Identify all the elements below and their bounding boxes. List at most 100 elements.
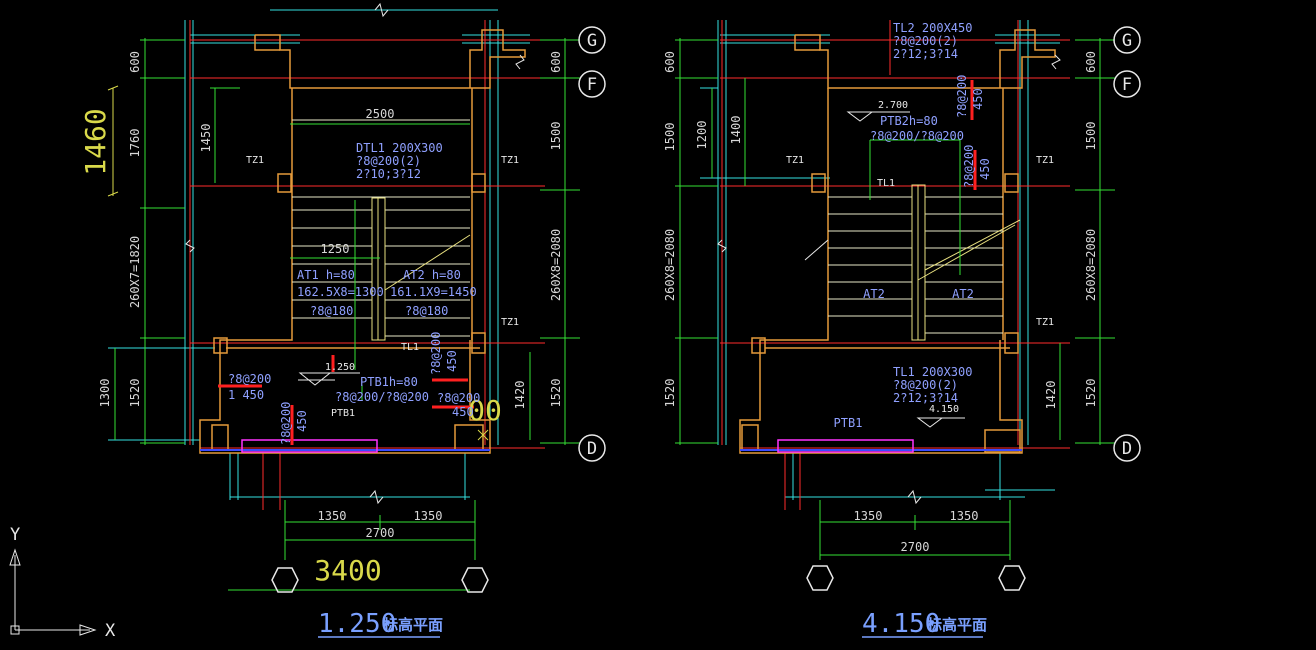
- right-axis-d-label: D: [1122, 439, 1132, 459]
- right-ptb1-label: PTB1: [834, 416, 863, 430]
- left-wall-lines: [108, 9, 530, 500]
- left-dim-bottom-1350a: 1350: [318, 509, 347, 523]
- left-elev-symbols: [298, 372, 360, 386]
- left-title-text: 标高平面: [382, 616, 443, 634]
- left-ptb-beam: [200, 439, 490, 453]
- right-rebar-top-2: 450: [971, 88, 985, 110]
- right-stair-treads: [828, 196, 1003, 334]
- right-elev-2700: 2.700: [878, 100, 908, 111]
- right-rebar-marks: [970, 80, 977, 190]
- left-rdim-600: 600: [549, 51, 563, 73]
- left-axis-bubbles: [578, 26, 606, 462]
- left-rebar-bottom-1: ?8@200: [279, 402, 293, 445]
- left-rebar-marks: [218, 355, 474, 445]
- left-yellow-marks: [107, 85, 489, 441]
- left-dim-1760: 1760: [128, 129, 142, 158]
- left-dim-2500: 2500: [366, 107, 395, 121]
- left-ptb1-line2: ?8@200/?8@200: [335, 390, 429, 404]
- left-rebar-mid-1: ?8@200: [429, 332, 443, 375]
- right-tl2-line1: TL2 200X450: [893, 21, 972, 35]
- right-tl2-line2: ?8@200(2): [893, 34, 958, 48]
- right-ptb2-line1: PTB2h=80: [880, 114, 938, 128]
- right-ptb2-line2: ?8@200/?8@200: [870, 129, 964, 143]
- right-dim-bottom-1350a: 1350: [854, 509, 883, 523]
- left-tz1-a: TZ1: [246, 155, 264, 166]
- right-axis-bubbles: [1113, 26, 1141, 462]
- left-rdim-1520: 1520: [549, 379, 563, 408]
- right-tl1-line2: ?8@200(2): [893, 378, 958, 392]
- right-dim-bottom-2700: 2700: [901, 540, 930, 554]
- left-rebar-left-2: 1 450: [228, 388, 264, 402]
- left-stray-00: 00: [468, 394, 502, 427]
- right-rdim-600: 600: [1084, 51, 1098, 73]
- left-break-marks: [185, 2, 525, 505]
- left-stair-treads: [292, 119, 470, 337]
- left-dtl1-line2: ?8@200(2): [356, 154, 421, 168]
- left-rdim-1420: 1420: [513, 381, 527, 410]
- right-axis-lines: [720, 20, 1070, 510]
- right-dim-600: 600: [663, 51, 677, 73]
- right-dim-2080: 260X8=2080: [663, 229, 677, 301]
- left-dim-1450: 1450: [199, 124, 213, 153]
- right-tl1-line3: 2?12;3?14: [893, 391, 958, 405]
- right-tz1-b: TZ1: [1036, 155, 1054, 166]
- left-dim-lines: [114, 38, 580, 591]
- right-rdim-1520: 1520: [1084, 379, 1098, 408]
- right-rebar-mid-1: ?8@200: [962, 145, 976, 188]
- ucs-y-label: Y: [10, 525, 20, 545]
- right-tz1-a: TZ1: [786, 155, 804, 166]
- left-at1-line1: AT1 h=80: [297, 268, 355, 282]
- left-dim-1460: 1460: [79, 108, 112, 175]
- left-axis-d-label: D: [587, 439, 597, 459]
- right-column-symbols: [806, 565, 1026, 591]
- left-ptb1-label: PTB1: [331, 408, 355, 419]
- right-axis-f-label: F: [1122, 75, 1132, 95]
- right-break-marks: [717, 54, 1061, 505]
- right-plan: [675, 20, 1141, 591]
- ucs-x-label: X: [105, 621, 116, 641]
- left-plan: [107, 2, 606, 593]
- left-dim-bottom-2700: 2700: [366, 526, 395, 540]
- left-rebar-right-1: ?8@200: [437, 391, 480, 405]
- right-at2-left: AT2: [863, 287, 885, 301]
- right-ptb-beam: [740, 439, 1022, 453]
- left-at2-line2: 161.1X9=1450: [390, 285, 477, 299]
- left-ptb1-line1: PTB1h=80: [360, 375, 418, 389]
- right-rdim-2080: 260X8=2080: [1084, 229, 1098, 301]
- left-dim-bottom-1350b: 1350: [414, 509, 443, 523]
- left-axis-g-label: G: [587, 31, 597, 51]
- right-dim-1520: 1520: [663, 379, 677, 408]
- left-dtl1-line1: DTL1 200X300: [356, 141, 443, 155]
- right-dim-bottom-1350b: 1350: [950, 509, 979, 523]
- right-axis-g-label: G: [1122, 31, 1132, 51]
- left-at1-line3: ?8@180: [310, 304, 353, 318]
- right-tl1-top: TL1: [877, 178, 895, 189]
- left-dim-3400: 3400: [314, 554, 381, 587]
- right-rdim-1420: 1420: [1044, 381, 1058, 410]
- left-dim-1520: 1520: [128, 379, 142, 408]
- right-dim-1200: 1200: [695, 121, 709, 150]
- left-handrail: [371, 197, 471, 341]
- left-rebar-right-2: 450: [452, 405, 474, 419]
- left-at1-line2: 162.5X8=1300: [297, 285, 384, 299]
- left-tz1-c: TZ1: [501, 317, 519, 328]
- left-dim-1300: 1300: [98, 379, 112, 408]
- left-rdim-1500: 1500: [549, 122, 563, 151]
- left-at2-line1: AT2 h=80: [403, 268, 461, 282]
- left-axis-lines: [189, 20, 545, 510]
- right-tz1-c: TZ1: [1036, 317, 1054, 328]
- left-column-symbols: [271, 567, 489, 593]
- left-dim-600: 600: [128, 51, 142, 73]
- left-rdim-2080: 260X8=2080: [549, 229, 563, 301]
- left-axis-f-label: F: [587, 75, 597, 95]
- right-elev-4150: 4.150: [929, 404, 959, 415]
- right-rebar-mid-2: 450: [978, 158, 992, 180]
- left-wall-outline: [199, 29, 526, 454]
- left-dtl1-line3: 2?10;3?12: [356, 167, 421, 181]
- right-title-text: 标高平面: [926, 616, 987, 634]
- left-title-elev: 1.250: [318, 609, 396, 639]
- right-handrail: [911, 184, 1021, 341]
- left-at2-line3: ?8@180: [405, 304, 448, 318]
- left-tl1: TL1: [401, 342, 419, 353]
